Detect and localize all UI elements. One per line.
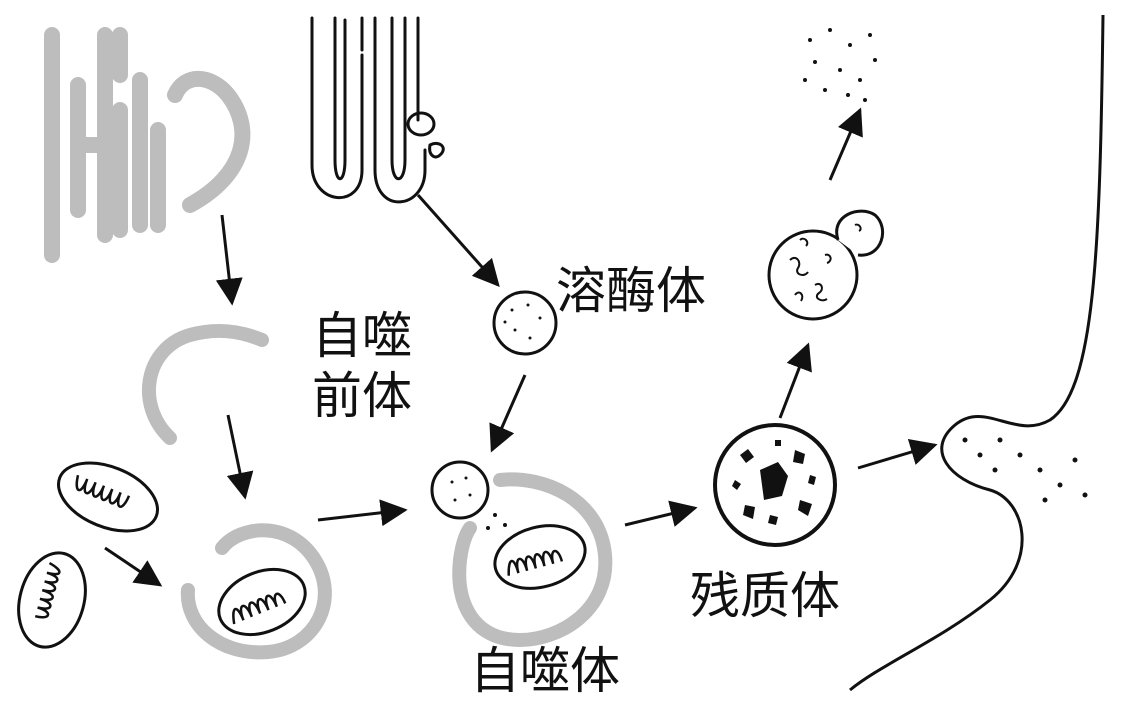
mitochondrion-2 xyxy=(17,551,87,649)
autophagosome-shape xyxy=(430,460,613,648)
arrow-residual-to-membrane xyxy=(857,439,938,470)
phagophore xyxy=(180,523,332,660)
autophagic-precursor-shape xyxy=(142,323,269,445)
endoplasmic-reticulum xyxy=(44,27,251,263)
lysosome-shape xyxy=(492,290,558,356)
label-precursor-line2: 前体 xyxy=(312,367,412,425)
arrow-phagophore-to-autophagosome xyxy=(317,499,408,527)
arrows xyxy=(104,107,938,587)
arrow-autophagosome-to-residual xyxy=(624,500,698,527)
arrow-residual-to-vesicle xyxy=(778,342,812,419)
released-contents xyxy=(803,28,877,102)
label-precursor-line1: 自噬 xyxy=(312,307,412,365)
arrow-golgi-to-lysosome xyxy=(416,194,500,288)
residual-body-budding xyxy=(767,209,885,321)
golgi-apparatus xyxy=(310,16,445,204)
arrow-vesicle-to-release xyxy=(828,107,863,181)
residual-body-shape xyxy=(713,423,837,547)
label-lysosome: 溶酶体 xyxy=(556,262,706,320)
arrow-er-to-precursor xyxy=(215,214,243,306)
label-residual-body: 残质体 xyxy=(690,567,840,625)
cell-membrane xyxy=(849,14,1105,692)
arrow-lysosome-to-autophagosome xyxy=(489,374,527,453)
label-autophagosome: 自噬体 xyxy=(470,642,620,700)
mitochondrion-1 xyxy=(56,461,160,533)
arrow-mito-to-phagophore xyxy=(104,546,163,587)
mitochondrion-in-phagophore xyxy=(217,567,307,637)
arrow-precursor-to-phagophore xyxy=(226,414,254,500)
